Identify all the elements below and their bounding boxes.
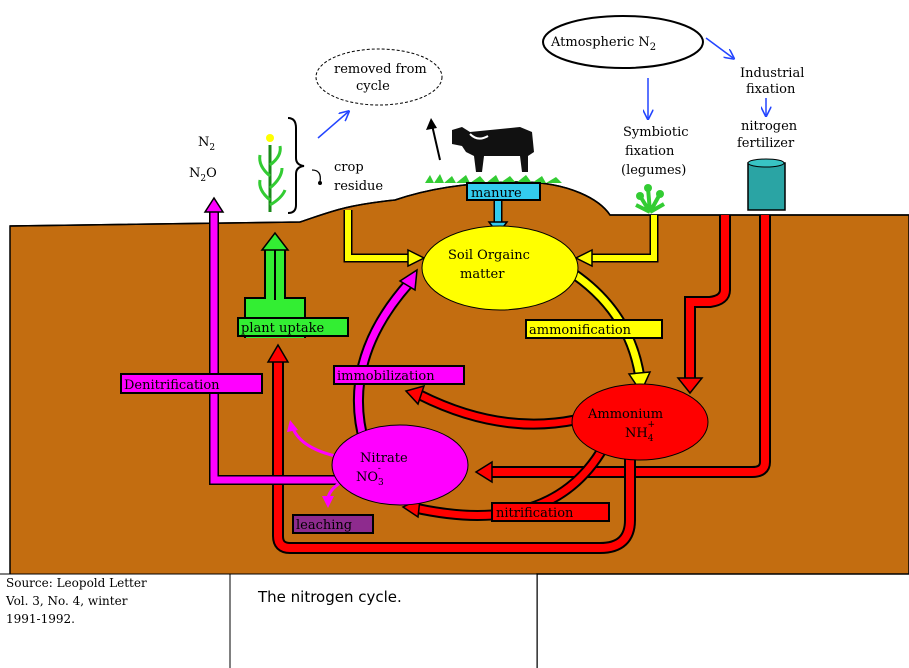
plant-uptake-label: plant uptake (241, 321, 325, 336)
removed-label-line2: cycle (356, 79, 390, 94)
som-label-line1: Soil Orgainc (448, 248, 530, 263)
source-citation: Source: Leopold Letter Vol. 3, No. 4, wi… (6, 574, 226, 628)
removed-from-cycle-oval (316, 49, 442, 105)
n2-label: N2 (198, 135, 215, 153)
removed-label-line1: removed from (334, 62, 427, 77)
corn-plant-icon (260, 134, 285, 212)
symbiotic-label-line1: Symbiotic (623, 125, 689, 140)
pasture-grass (425, 174, 562, 183)
cow-icon (452, 127, 534, 172)
crop-residue-brace (288, 118, 304, 213)
crop-residue-line1: crop (334, 160, 364, 175)
nitrate-label: Nitrate (360, 451, 408, 466)
symbiotic-label-line3: (legumes) (621, 163, 686, 178)
fertilizer-label-line2: fertilizer (737, 136, 795, 151)
fertilizer-label-line1: nitrogen (741, 119, 798, 134)
manure-label: manure (471, 186, 522, 201)
industrial-label-line2: fixation (746, 82, 796, 97)
removed-arrow (318, 112, 348, 138)
figure-title: The nitrogen cycle. (258, 588, 402, 606)
ammonium-pool (572, 384, 708, 460)
removed-up-arrow (426, 118, 440, 160)
leaching-label: leaching (296, 518, 352, 533)
som-label-line2: matter (460, 267, 505, 282)
n2o-label: N2O (189, 166, 217, 184)
industrial-label-line1: Industrial (740, 66, 804, 81)
nitrification-label: nitrification (496, 506, 574, 521)
immobilization-label: immobilization (337, 369, 435, 384)
symbiotic-label-line2: fixation (625, 144, 675, 159)
denitrification-label: Denitrification (124, 378, 220, 393)
industrial-arrow (706, 38, 733, 58)
ammonification-label: ammonification (529, 323, 632, 338)
crop-residue-line2: residue (334, 179, 383, 194)
fertilizer-bag-icon (748, 159, 785, 210)
legume-plant-icon (636, 184, 664, 212)
